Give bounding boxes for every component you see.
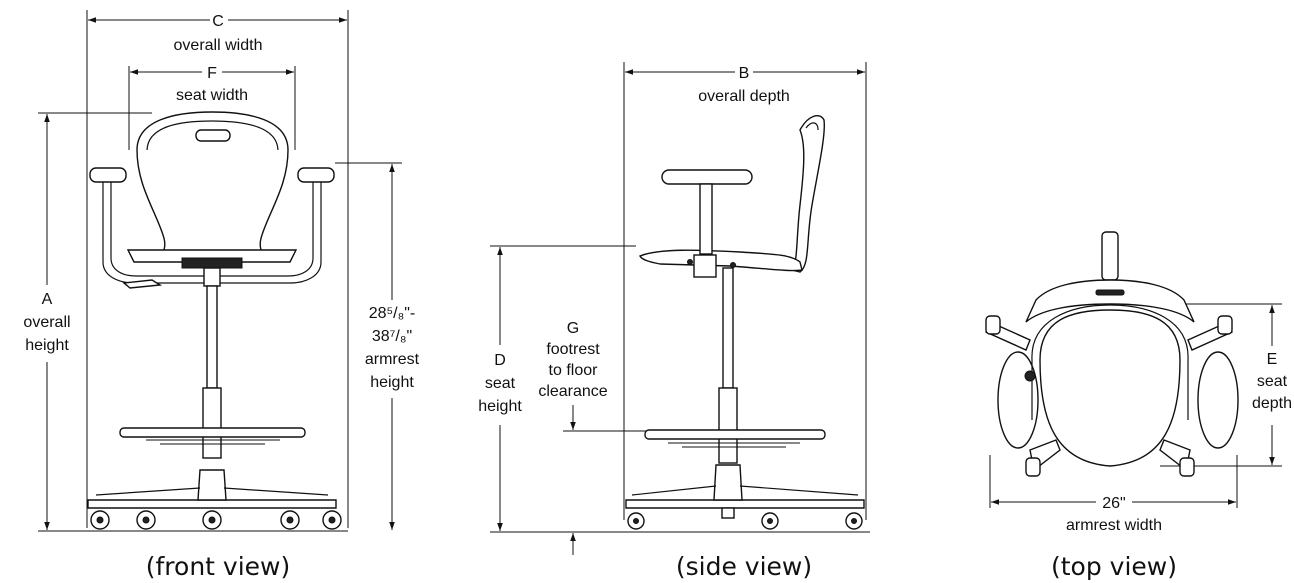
dim-b-label: overall depth: [698, 88, 790, 105]
front-view: C overall width F seat width A overall h…: [23, 10, 420, 581]
dimension-armrest-width: 26" armrest width: [989, 455, 1238, 534]
dim-a-label-line2: height: [25, 337, 69, 354]
chair-front-drawing: [87, 111, 342, 530]
dim-g-label-line3: clearance: [538, 383, 607, 400]
dim-e-letter: E: [1267, 351, 1278, 368]
dim-e-label-line2: depth: [1252, 395, 1292, 412]
side-view-caption: (side view): [676, 552, 812, 581]
dimension-armrest-height: 28⁵/₈"- 38⁷/₈" armrest height: [335, 162, 420, 530]
dim-e-label-line1: seat: [1257, 373, 1288, 390]
dim-armrest-height-value-line2: 38⁷/₈": [372, 328, 412, 345]
chair-top-drawing: [985, 231, 1239, 477]
dimension-a-overall-height: A overall height: [23, 112, 348, 532]
dim-armrest-width-label: armrest width: [1066, 517, 1162, 534]
dim-g-label-line2: to floor: [549, 362, 599, 379]
dim-g-letter: G: [567, 320, 579, 337]
front-view-caption: (front view): [146, 552, 291, 581]
top-view-caption: (top view): [1051, 552, 1177, 581]
dim-d-label-line2: height: [478, 398, 522, 415]
dim-c-letter: C: [212, 13, 224, 30]
dim-b-letter: B: [739, 65, 750, 82]
dimension-b-overall-depth: B overall depth: [623, 62, 867, 520]
dim-c-label: overall width: [174, 37, 263, 54]
dimension-e-seat-depth: E seat depth: [1150, 303, 1292, 467]
dimension-c-overall-width: C overall width: [86, 10, 349, 528]
side-view: B overall depth D seat height G footrest…: [478, 62, 870, 581]
chair-side-drawing: [625, 114, 865, 530]
dim-armrest-height-label-line2: height: [370, 374, 414, 391]
dim-armrest-width-value: 26": [1102, 495, 1125, 512]
dim-d-letter: D: [494, 352, 506, 369]
dimension-g-footrest-clearance: G footrest to floor clearance: [538, 320, 650, 555]
dim-g-label-line1: footrest: [546, 341, 600, 358]
dimension-d-seat-height: D seat height: [478, 245, 870, 533]
dim-a-letter: A: [42, 291, 53, 308]
dim-armrest-height-label-line1: armrest: [365, 351, 420, 368]
dim-f-letter: F: [207, 65, 217, 82]
dim-d-label-line1: seat: [485, 375, 516, 392]
dim-armrest-height-value-line1: 28⁵/₈"-: [369, 305, 416, 322]
dim-f-label: seat width: [176, 87, 248, 104]
dimension-f-seat-width: F seat width: [128, 65, 296, 150]
top-view: E seat depth 26" armrest width: [985, 231, 1292, 581]
dim-a-label-line1: overall: [23, 314, 70, 331]
